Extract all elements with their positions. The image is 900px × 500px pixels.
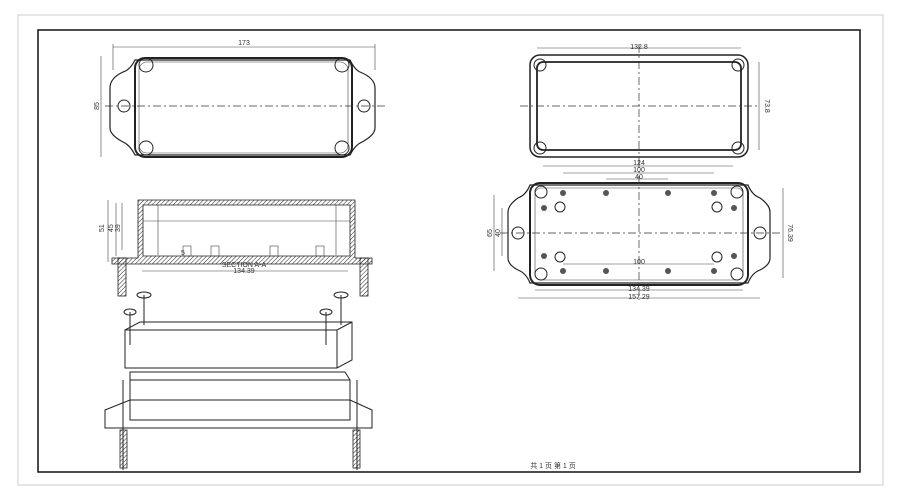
top-view: 173 85 bbox=[94, 40, 385, 158]
dim-124: 124 bbox=[633, 160, 645, 167]
dim-lid-width: 132.8 bbox=[630, 44, 648, 51]
page-info: 共 1 页 第 1 页 bbox=[530, 461, 576, 470]
dim-small: 5 bbox=[181, 250, 185, 257]
dim-134: 134.39 bbox=[628, 286, 650, 293]
dim-40-left: 40 bbox=[495, 229, 502, 237]
dim-100-bottom: 100 bbox=[633, 259, 645, 266]
dim-h3: 39 bbox=[115, 224, 122, 232]
dim-lid-height: 73.8 bbox=[763, 99, 770, 113]
dim-height: 85 bbox=[94, 102, 101, 110]
section-view: 51 45 39 5 SECTION A-A 134.39 bbox=[99, 199, 373, 297]
dim-40-top: 40 bbox=[635, 174, 643, 181]
drawing-frame bbox=[37, 29, 861, 473]
outer-sheet-border bbox=[17, 14, 884, 486]
lid-top-view: 132.8 73.8 bbox=[520, 44, 770, 165]
dim-157: 157.29 bbox=[628, 294, 650, 301]
dim-76: 76.39 bbox=[786, 224, 793, 242]
bottom-view: 124 100 40 65 40 100 76.39 134.39 157.29 bbox=[487, 160, 793, 301]
dim-65: 65 bbox=[487, 229, 494, 237]
dim-h2: 45 bbox=[108, 224, 115, 232]
dim-width: 173 bbox=[238, 40, 250, 47]
exploded-view bbox=[104, 291, 373, 470]
dim-h1: 51 bbox=[99, 224, 106, 232]
dim-100-top: 100 bbox=[633, 167, 645, 174]
dim-section-width: 134.39 bbox=[233, 268, 255, 275]
section-title: SECTION A-A bbox=[222, 262, 267, 269]
